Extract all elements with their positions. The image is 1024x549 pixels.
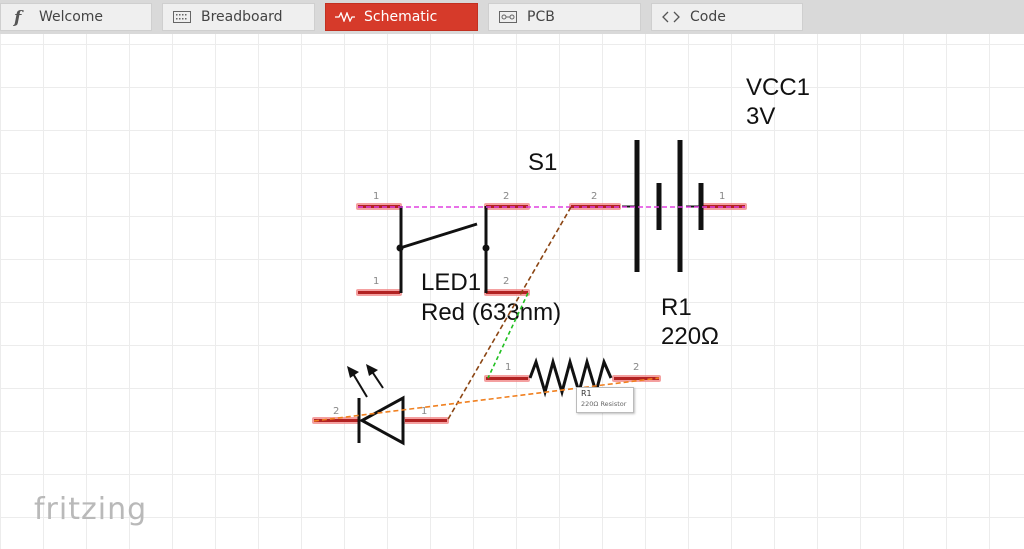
battery-pin1-label: 1 <box>719 191 725 202</box>
battery-vcc1[interactable] <box>569 140 747 272</box>
svg-text:f: f <box>13 8 24 26</box>
tab-pcb[interactable]: PCB <box>488 3 641 31</box>
tab-label: Schematic <box>364 9 438 25</box>
switch-pin-label: 2 <box>503 276 509 287</box>
resistor-pin1-label: 1 <box>505 362 511 373</box>
tooltip-subtitle: 220Ω Resistor <box>581 400 627 408</box>
resistor-name-label: R1 <box>661 294 692 321</box>
fritzing-f-icon: f <box>9 8 31 26</box>
led-led1[interactable] <box>312 364 449 446</box>
switch-pin-label: 1 <box>373 276 379 287</box>
tab-breadboard[interactable]: Breadboard <box>162 3 315 31</box>
resistor-icon <box>334 12 356 22</box>
tab-label: Code <box>690 9 726 25</box>
tab-label: Breadboard <box>201 9 283 25</box>
battery-value-label: 3V <box>746 103 775 130</box>
battery-pin2-label: 2 <box>591 191 597 202</box>
tab-label: Welcome <box>39 9 104 25</box>
part-hover-tooltip: R1 220Ω Resistor <box>576 387 634 413</box>
resistor-value-label: 220Ω <box>661 323 719 350</box>
tab-code[interactable]: Code <box>651 3 803 31</box>
ratsnest-wire-orange[interactable] <box>313 377 660 422</box>
view-tab-bar: f Welcome Breadboard Schematic <box>0 0 1024 34</box>
breadboard-icon <box>171 11 193 23</box>
tab-welcome[interactable]: f Welcome <box>0 3 152 31</box>
switch-pin-label: 2 <box>503 191 509 202</box>
fritzing-logo: fritzing <box>34 492 148 527</box>
resistor-r1[interactable] <box>484 356 661 398</box>
led-pin1-label: 1 <box>421 406 427 417</box>
tab-label: PCB <box>527 9 555 25</box>
resistor-pin2-label: 2 <box>633 362 639 373</box>
switch-pin-label: 1 <box>373 191 379 202</box>
schematic-drawing: 1 1 2 2 S1 2 1 VCC1 3V 1 <box>312 74 810 446</box>
led-pin2-label: 2 <box>333 406 339 417</box>
ratsnest-wire-green[interactable] <box>487 292 529 379</box>
led-value-label: Red (633nm) <box>421 299 561 326</box>
pcb-icon <box>497 11 519 23</box>
ratsnest-wire-brown[interactable] <box>446 206 572 422</box>
led-name-label: LED1 <box>421 269 481 296</box>
schematic-canvas[interactable]: 1 1 2 2 S1 2 1 VCC1 3V 1 <box>0 34 1024 549</box>
tab-schematic[interactable]: Schematic <box>325 3 478 31</box>
code-brackets-icon <box>660 11 682 23</box>
switch-name-label: S1 <box>528 149 557 176</box>
tooltip-title: R1 <box>581 389 592 398</box>
battery-name-label: VCC1 <box>746 74 810 101</box>
